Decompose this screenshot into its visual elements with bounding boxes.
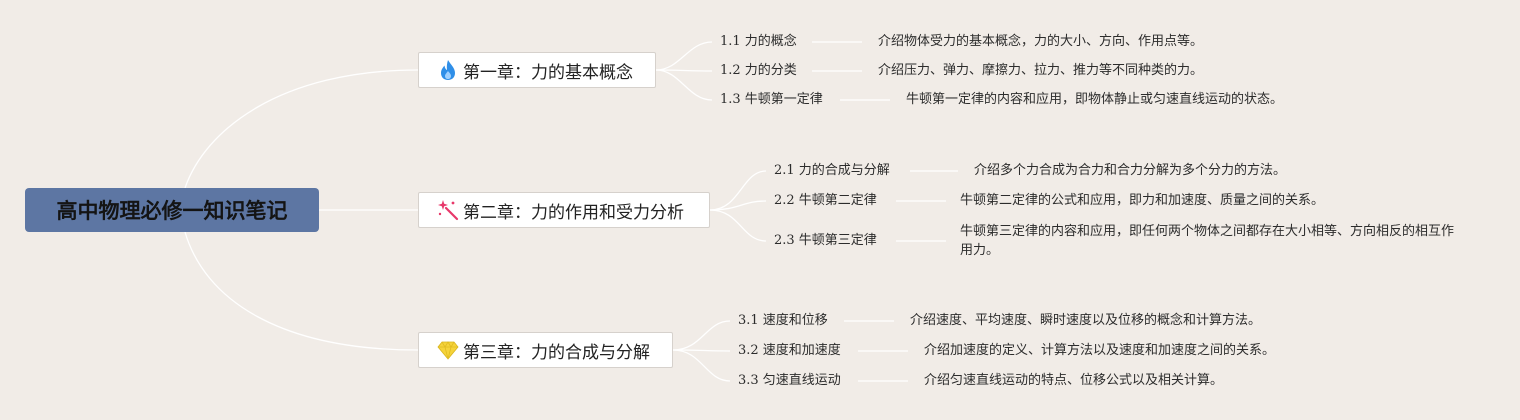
section-description: 介绍压力、弹力、摩擦力、拉力、推力等不同种类的力。	[878, 63, 1204, 78]
chapter-node-3[interactable]: 第三章：力的合成与分解	[418, 332, 673, 368]
section-node[interactable]: 2.2 牛顿第二定律	[774, 193, 877, 208]
chapter-2-title: 第二章：力的作用和受力分析	[463, 202, 684, 223]
chapter-3-title: 第三章：力的合成与分解	[463, 342, 650, 363]
root-node[interactable]: 高中物理必修一知识笔记	[25, 188, 319, 232]
section-node[interactable]: 3.2 速度和加速度	[738, 343, 841, 358]
section-description: 牛顿第二定律的公式和应用，即力和加速度、质量之间的关系。	[960, 193, 1325, 208]
chapter-node-2[interactable]: 第二章：力的作用和受力分析	[418, 192, 710, 228]
section-description: 介绍多个力合成为合力和合力分解为多个分力的方法。	[974, 163, 1287, 178]
root-title: 高中物理必修一知识笔记	[56, 199, 288, 223]
section-description: 牛顿第三定律的内容和应用，即任何两个物体之间都存在大小相等、方向相反的相互作用力…	[960, 224, 1455, 258]
section-node[interactable]: 3.3 匀速直线运动	[738, 373, 841, 388]
section-node[interactable]: 1.3 牛顿第一定律	[720, 92, 823, 107]
section-node[interactable]: 1.1 力的概念	[720, 34, 797, 49]
section-description: 介绍加速度的定义、计算方法以及速度和加速度之间的关系。	[924, 343, 1276, 358]
section-node[interactable]: 2.1 力的合成与分解	[774, 163, 890, 178]
chapter-1-title: 第一章：力的基本概念	[463, 62, 633, 83]
section-node[interactable]: 1.2 力的分类	[720, 63, 797, 78]
section-description: 介绍速度、平均速度、瞬时速度以及位移的概念和计算方法。	[910, 313, 1262, 328]
section-description: 介绍匀速直线运动的特点、位移公式以及相关计算。	[924, 373, 1224, 388]
diamond-icon	[437, 339, 459, 361]
section-node[interactable]: 2.3 牛顿第三定律	[774, 233, 877, 248]
section-description: 牛顿第一定律的内容和应用，即物体静止或匀速直线运动的状态。	[906, 92, 1284, 107]
fire-icon	[437, 59, 459, 81]
sparkle-wand-icon	[437, 199, 459, 221]
chapter-node-1[interactable]: 第一章：力的基本概念	[418, 52, 656, 88]
section-description: 介绍物体受力的基本概念，力的大小、方向、作用点等。	[878, 34, 1204, 49]
section-node[interactable]: 3.1 速度和位移	[738, 313, 828, 328]
